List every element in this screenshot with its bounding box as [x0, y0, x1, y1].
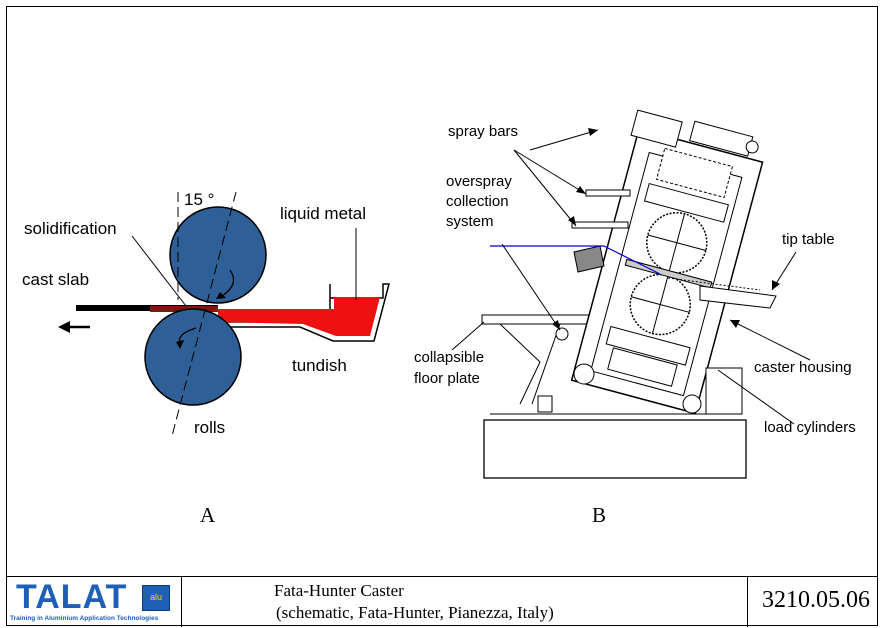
spray-bars-label: spray bars [448, 123, 518, 140]
footer: TALAT alu Training in Aluminium Applicat… [6, 576, 878, 627]
upper-roll [169, 206, 267, 304]
chock-bottom [605, 325, 691, 366]
foundation [483, 419, 747, 479]
floor-cylinder [537, 395, 553, 413]
cast-slab-label: cast slab [22, 270, 89, 289]
spray-bar-2 [571, 221, 629, 229]
logo-badge-text: alu [149, 592, 162, 602]
liquid-metal [218, 297, 380, 336]
upper-arrowhead [216, 292, 226, 299]
floor-label-1: collapsible [414, 349, 484, 366]
eu-badge-icon: alu [142, 585, 170, 611]
talat-logo: TALAT alu Training in Aluminium Applicat… [6, 577, 182, 627]
top-cap [630, 109, 683, 148]
floor-label-2: floor plate [414, 370, 480, 387]
pivot [745, 140, 759, 154]
logo-wordmark: TALAT [16, 578, 128, 616]
angle-line-top [171, 191, 237, 437]
tundish-label: tundish [292, 356, 347, 375]
lower-bearing [573, 363, 595, 385]
slide-code: 3210.05.06 [762, 587, 870, 613]
panel-a-letter: A [200, 503, 216, 527]
strip-guide-line-2 [603, 245, 661, 275]
spray-leader-1 [513, 149, 587, 195]
overspray-arrow [552, 320, 560, 330]
spray-arrow-1 [576, 186, 586, 194]
housing-arrow [730, 320, 740, 328]
roll-gap [624, 258, 713, 289]
overspray-tray [573, 245, 605, 273]
tip-arrow [772, 280, 780, 290]
load-cylinder [682, 394, 702, 414]
overspray-drain [555, 327, 569, 341]
roll-cross-4 [651, 275, 669, 334]
overspray-leader [501, 243, 561, 331]
right-support [705, 367, 743, 415]
spray-arrow-2 [568, 216, 576, 226]
top-block [655, 147, 734, 199]
panel-a: 15 ° solidification liquid metal cast sl… [22, 190, 390, 527]
load-cylinders-label: load cylinders [764, 419, 856, 436]
floor-plate [481, 314, 599, 325]
panel-b-letter: B [592, 503, 606, 527]
lower-arrowhead [176, 340, 184, 349]
solidification-label: solidification [24, 219, 117, 238]
caption-cell: Fata-Hunter Caster (schematic, Fata-Hunt… [182, 577, 748, 627]
caster-housing-drawing [570, 109, 764, 415]
spray-leader-3 [529, 129, 599, 151]
solidification-leader [131, 235, 187, 307]
caption-line-2: (schematic, Fata-Hunter, Pianezza, Italy… [276, 603, 554, 622]
solidification-zone [150, 306, 218, 312]
rolls-label: rolls [194, 418, 225, 437]
caster-housing-label: caster housing [754, 359, 852, 376]
cast-slab [76, 305, 218, 311]
logo-tagline: Training in Aluminium Application Techno… [10, 615, 159, 622]
floor-scissor [499, 323, 561, 405]
strip-exit [667, 277, 761, 291]
code-cell: 3210.05.06 [748, 577, 878, 627]
spray-leader-2 [513, 149, 577, 227]
upper-roll-rotation [221, 269, 235, 297]
roll-cross-2 [668, 213, 686, 272]
overspray-label-1: overspray [446, 173, 512, 190]
caption-line-1: Fata-Hunter Caster [274, 581, 404, 600]
housing-leader [729, 319, 811, 361]
exit-arrowhead [58, 321, 70, 333]
overspray-label-2: collection [446, 193, 509, 210]
liquid-metal-label: liquid metal [280, 204, 366, 223]
slide-frame [6, 6, 878, 626]
tip-table-label: tip table [782, 231, 835, 248]
lower-block [607, 347, 678, 387]
load-leader [717, 369, 795, 425]
spray-bar-1 [585, 189, 631, 197]
tip-table [699, 285, 777, 309]
floor-leader [451, 321, 485, 351]
chock-top [643, 182, 729, 223]
overspray-label-3: system [446, 213, 494, 230]
spray-arrow-3 [588, 128, 598, 136]
angle-label: 15 ° [184, 190, 214, 209]
panel-b: spray bars overspray collection system t… [414, 109, 856, 527]
